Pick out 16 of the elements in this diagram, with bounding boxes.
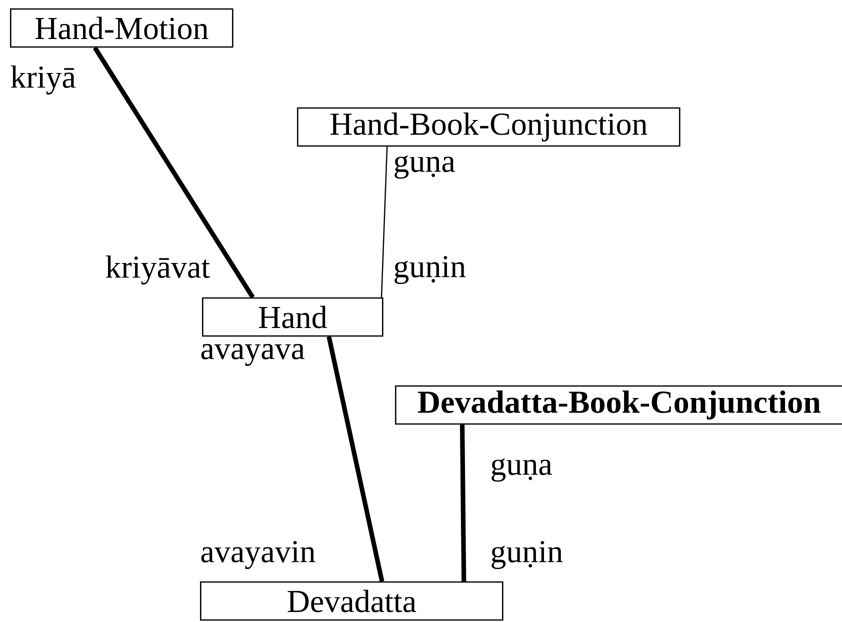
role-label: guṇin	[394, 256, 466, 284]
concept-box: Hand-Motion	[10, 8, 234, 48]
concept-box: Hand-Book-Conjunction	[297, 107, 680, 147]
role-label: avayava	[201, 344, 305, 366]
connector-line	[460, 424, 466, 582]
connector-line	[92, 46, 255, 299]
connector-line	[326, 336, 384, 582]
concept-box: Hand	[202, 297, 384, 337]
concept-box: Devadatta-Book-Conjunction	[395, 385, 842, 425]
connector-line	[380, 146, 388, 298]
role-label: guṇa	[492, 458, 552, 482]
role-label: guṇa	[394, 155, 455, 179]
role-label: kriyāvat	[106, 255, 210, 285]
role-label: kriyā	[10, 65, 76, 95]
concept-box: Devadatta	[200, 581, 504, 621]
role-label: guṇin	[492, 540, 563, 570]
